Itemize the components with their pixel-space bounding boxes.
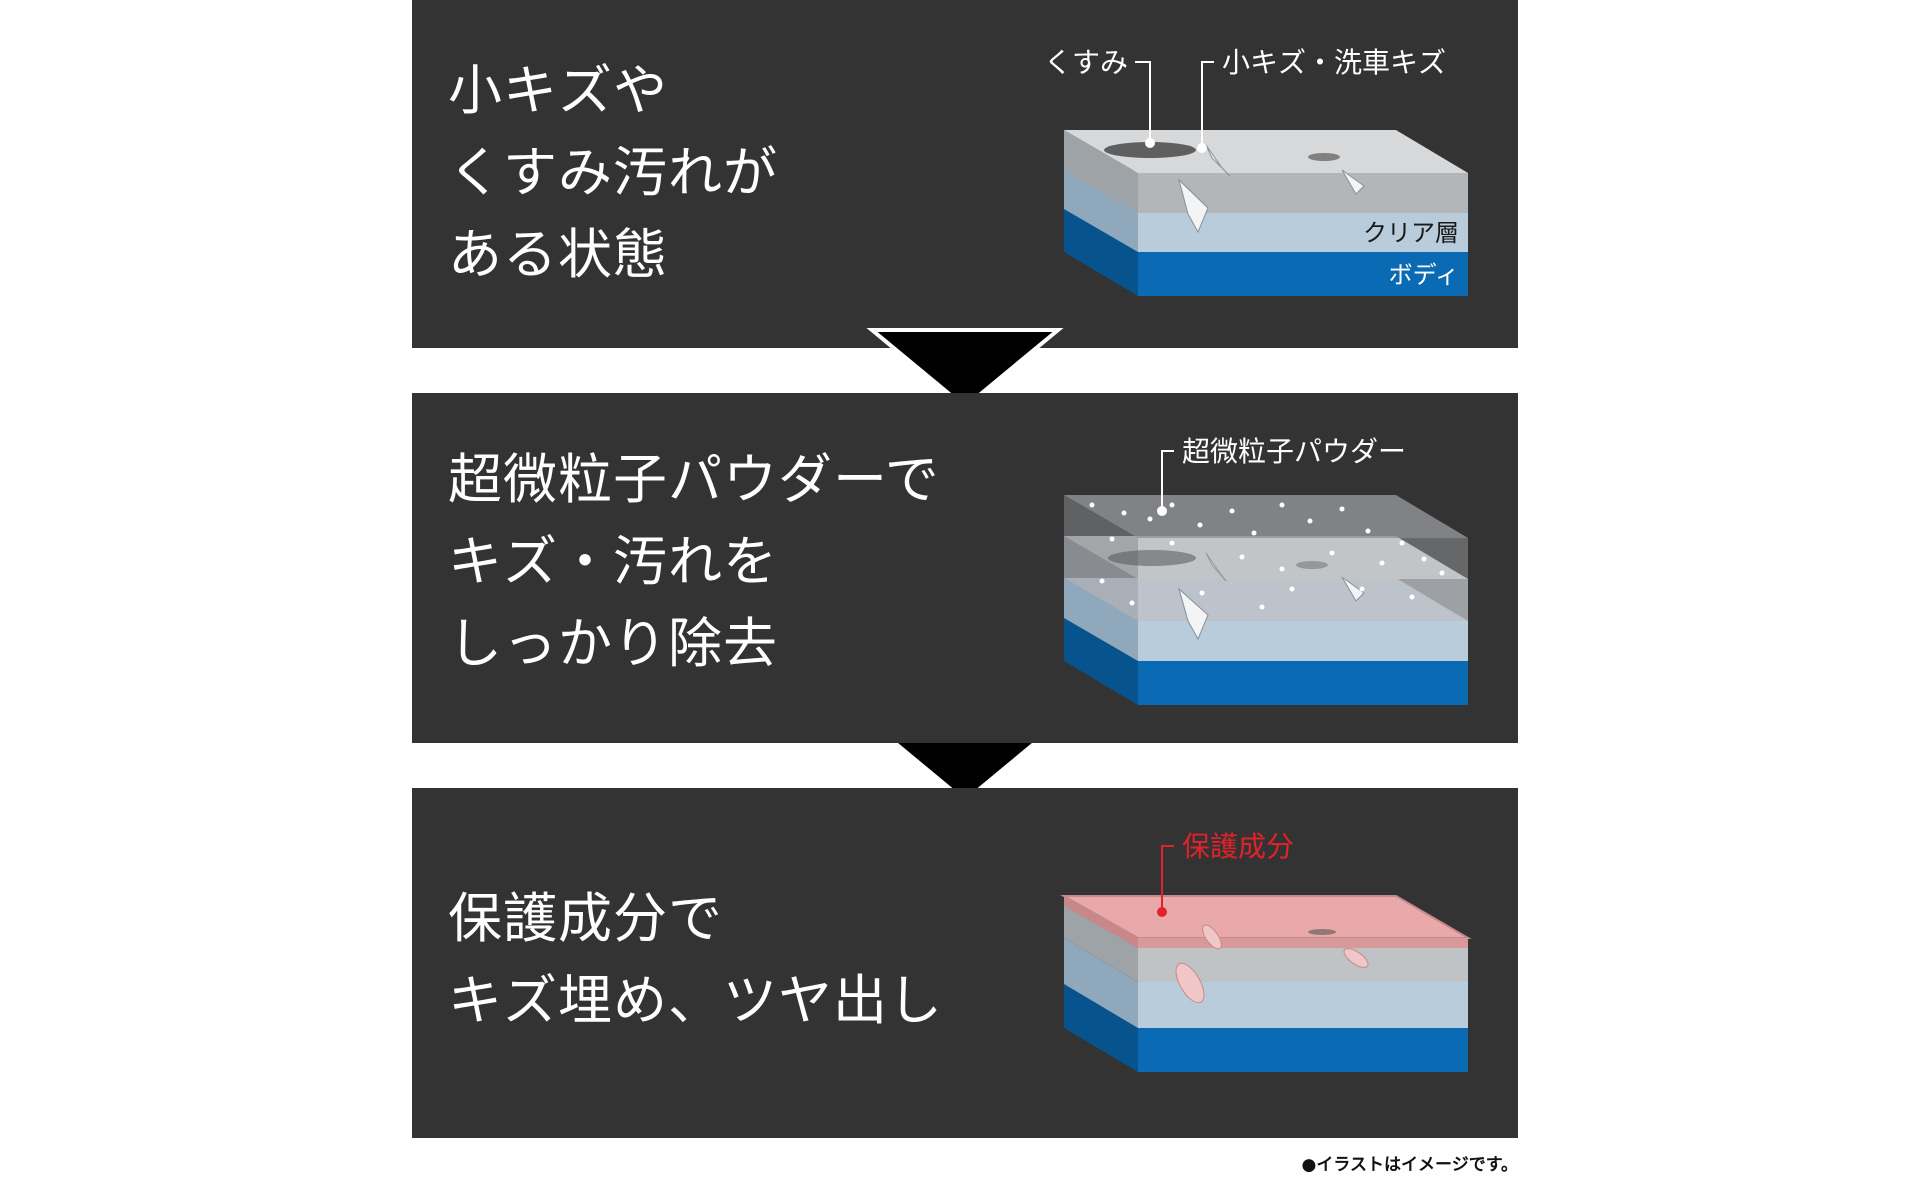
powder-layer-left-face xyxy=(1064,495,1138,579)
scratch-mark xyxy=(1341,576,1365,602)
dullness-stain-small xyxy=(1308,929,1336,935)
step-1-heading-line-2: くすみ汚れが xyxy=(448,141,778,204)
base-coat-left-face xyxy=(1064,900,1138,982)
dull-coat-top xyxy=(1064,536,1468,579)
scratch-mark xyxy=(1205,144,1231,177)
step-3-layer-illustration: 保護成分 xyxy=(1060,830,1472,1072)
step-3-heading-line-2: キズ埋め、ツヤ出し xyxy=(448,969,943,1032)
protective-callout: 保護成分 xyxy=(1182,830,1294,863)
powder-layer-top xyxy=(1064,495,1468,538)
scratch-mark xyxy=(1178,178,1209,234)
image-disclaimer: ●イラストはイメージです。 xyxy=(1301,1155,1518,1175)
step-2-heading-line-3: しっかり除去 xyxy=(448,612,778,675)
clear-layer-front-face xyxy=(1138,621,1468,661)
step-1-layer-illustration: くすみ 小キズ・洗車キズ クリア層 ボディ xyxy=(1044,46,1468,296)
step-panel-2: 超微粒子パウダーで キズ・汚れを しっかり除去 xyxy=(412,393,1518,743)
scratch-mark xyxy=(1178,587,1209,641)
dullness-stain xyxy=(1104,142,1196,158)
dullness-stain-small xyxy=(1308,153,1340,161)
dull-coat-left-face xyxy=(1064,536,1138,621)
clear-layer-left-face xyxy=(1064,578,1138,661)
body-layer-front-face xyxy=(1138,252,1468,296)
filled-scratch xyxy=(1175,962,1205,1004)
step-2-heading: 超微粒子パウダーで キズ・汚れを しっかり除去 xyxy=(448,439,940,685)
clear-layer-label: クリア層 xyxy=(1363,219,1459,247)
powder-leader-line xyxy=(1161,450,1174,511)
clear-layer-left-face xyxy=(1064,170,1138,252)
protective-coat-front-face xyxy=(1138,938,1468,948)
step-2-heading-line-2: キズ・汚れを xyxy=(448,530,778,593)
scratch-mark xyxy=(1205,552,1227,582)
clear-layer-left-face xyxy=(1064,938,1138,1028)
step-1-heading-line-1: 小キズや xyxy=(448,59,668,122)
filled-scratch xyxy=(1202,924,1222,950)
step-3-heading-line-1: 保護成分で xyxy=(448,887,723,950)
powder-leader-dot xyxy=(1157,506,1167,516)
scratch-leader-dot xyxy=(1197,143,1207,153)
powder-particles xyxy=(1089,502,1445,610)
body-layer-label: ボディ xyxy=(1389,261,1459,289)
scratch-callout: 小キズ・洗車キズ xyxy=(1222,46,1446,79)
powder-callout: 超微粒子パウダー xyxy=(1182,435,1406,468)
step-1-heading-line-3: ある状態 xyxy=(448,223,668,286)
protective-coat-left-face xyxy=(1064,896,1138,948)
dullness-leader-dot xyxy=(1145,138,1155,148)
step-1-heading: 小キズや くすみ汚れが ある状態 xyxy=(448,50,778,296)
dullness-stain-small xyxy=(1296,561,1328,569)
scratch-mark xyxy=(1341,169,1365,195)
step-2-layer-illustration: 超微粒子パウダー xyxy=(1064,435,1468,705)
body-layer-front-face xyxy=(1138,661,1468,705)
filled-scratch xyxy=(1343,948,1369,968)
protective-leader-dot xyxy=(1157,907,1167,917)
scratch-leader-line xyxy=(1201,61,1214,148)
powder-layer-front-face xyxy=(1138,538,1468,579)
step-3-heading: 保護成分で キズ埋め、ツヤ出し xyxy=(448,878,943,1042)
step-panel-1: 小キズや くすみ汚れが ある状態 くすみ 小キズ・洗車キズ クリア層 ボディ xyxy=(412,0,1518,348)
step-2-heading-line-1: 超微粒子パウダーで xyxy=(448,448,940,511)
body-layer-front-face xyxy=(1138,1028,1468,1072)
dullness-callout: くすみ xyxy=(1044,46,1128,79)
dull-coat-left-face xyxy=(1064,130,1138,213)
dullness-leader-line xyxy=(1135,61,1151,143)
dull-coat-top xyxy=(1064,130,1468,173)
step-panel-3: 保護成分で キズ埋め、ツヤ出し 保護成分 xyxy=(412,788,1518,1138)
protective-leader-line xyxy=(1161,845,1174,912)
